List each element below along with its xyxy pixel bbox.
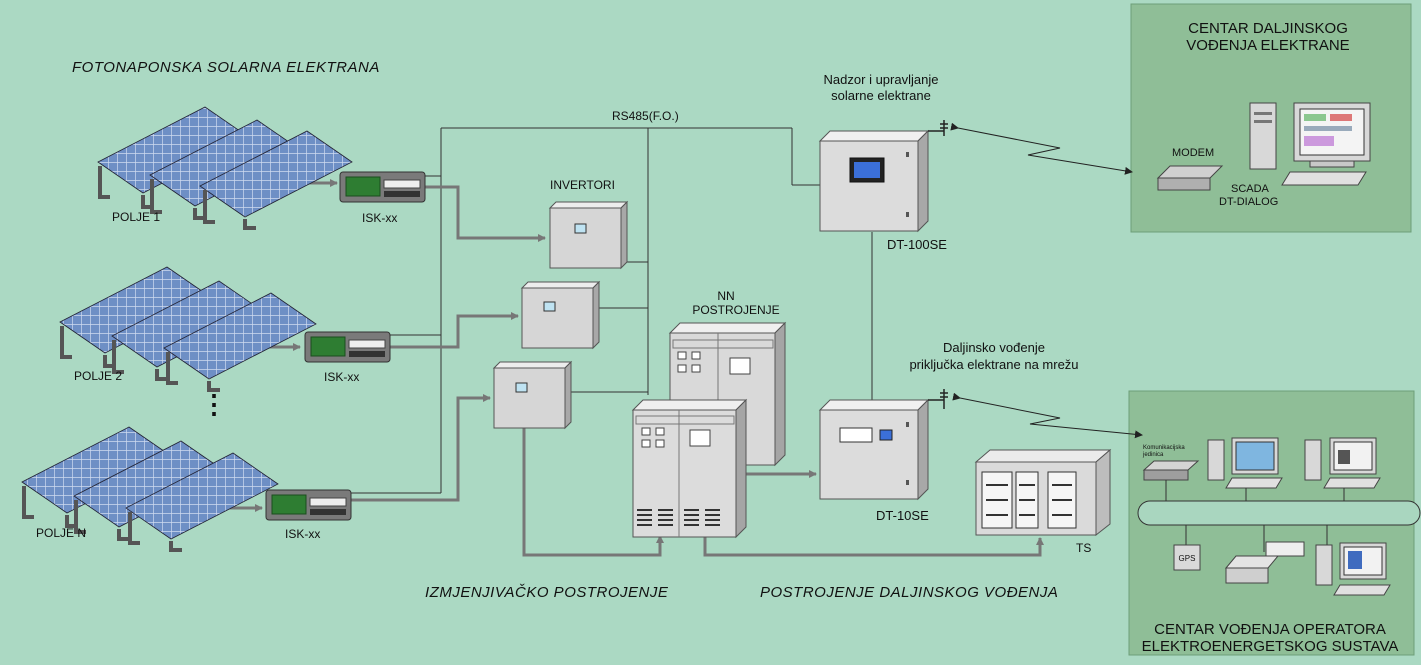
inverter-3 <box>492 360 573 430</box>
pv-plant-title: FOTONAPONSKA SOLARNA ELEKTRANA <box>72 59 380 76</box>
isk-box-n <box>265 489 352 521</box>
field-label-2: POLJE 2 <box>74 369 122 383</box>
ts-label: TS <box>1076 541 1091 555</box>
inverter-2 <box>520 280 601 350</box>
modem-icon <box>1156 165 1224 191</box>
remote-station-title: POSTROJENJE DALJINSKOG VOĐENJA <box>760 584 1058 601</box>
workstation-icon-3 <box>1315 542 1391 596</box>
isk-box-1 <box>339 171 426 203</box>
ellipsis-icon: ⋮ <box>201 389 227 419</box>
control-center-line1: CENTAR DALJINSKOG <box>1188 20 1348 37</box>
monitoring-line1: Nadzor i upravljanje <box>824 72 939 87</box>
solar-array-1 <box>97 106 353 230</box>
dt100-label: DT-100SE <box>887 237 947 252</box>
comm-unit-label-line1: Komunikacijska <box>1143 445 1185 451</box>
workstation-icon-1 <box>1207 437 1283 489</box>
inverter-1 <box>548 200 629 270</box>
network-bus <box>1137 500 1421 526</box>
dt100-cabinet <box>818 129 930 233</box>
isk-label-2: ISK-xx <box>324 370 359 384</box>
workstation-icon-2 <box>1304 437 1381 489</box>
dt10-label: DT-10SE <box>876 508 929 523</box>
isk-label-n: ISK-xx <box>285 527 320 541</box>
isk-label-1: ISK-xx <box>362 211 397 225</box>
wireless-link-bottom <box>952 392 1143 439</box>
ts-building <box>974 448 1112 537</box>
modem-label: MODEM <box>1172 147 1214 159</box>
operator-center-line1: CENTAR VOĐENJA OPERATORA <box>1154 621 1386 638</box>
antenna-icon-dt10 <box>928 389 948 409</box>
comm-unit-label-line2: jedinica <box>1142 452 1164 458</box>
antenna-icon-dt100 <box>928 120 948 136</box>
inverters-label: INVERTORI <box>550 178 615 192</box>
dt10-cabinet <box>818 398 930 501</box>
gps-box <box>1173 544 1201 571</box>
gps-label: GPS <box>1179 554 1196 563</box>
monitoring-line2: solarne elektrane <box>831 88 931 103</box>
ac-substation-title: IZMJENJIVAČKO POSTROJENJE <box>425 584 669 601</box>
scada-label-line1: SCADA <box>1231 183 1270 195</box>
wireless-link-top <box>950 122 1133 175</box>
isk-box-2 <box>304 331 391 363</box>
field-label-1: POLJE 1 <box>112 210 160 224</box>
nn-switchgear-front <box>631 398 748 539</box>
field-label-n: POLJE N <box>36 526 86 540</box>
nn-label-line1: NN <box>717 289 734 303</box>
scada-computer-icon <box>1249 102 1371 186</box>
solar-array-2 <box>59 266 317 392</box>
printer-icon <box>1224 541 1305 584</box>
bus-label: RS485(F.O.) <box>612 109 679 123</box>
operator-center-line2: ELEKTROENERGETSKOG SUSTAVA <box>1142 638 1399 655</box>
remote-grid-line2: priključka elektrane na mrežu <box>909 357 1078 372</box>
nn-label-line2: POSTROJENJE <box>692 303 779 317</box>
solar-array-n <box>21 426 279 552</box>
remote-grid-line1: Daljinsko vođenje <box>943 340 1045 355</box>
scada-label-line2: DT-DIALOG <box>1219 196 1278 208</box>
control-center-line2: VOĐENJA ELEKTRANE <box>1186 37 1349 54</box>
